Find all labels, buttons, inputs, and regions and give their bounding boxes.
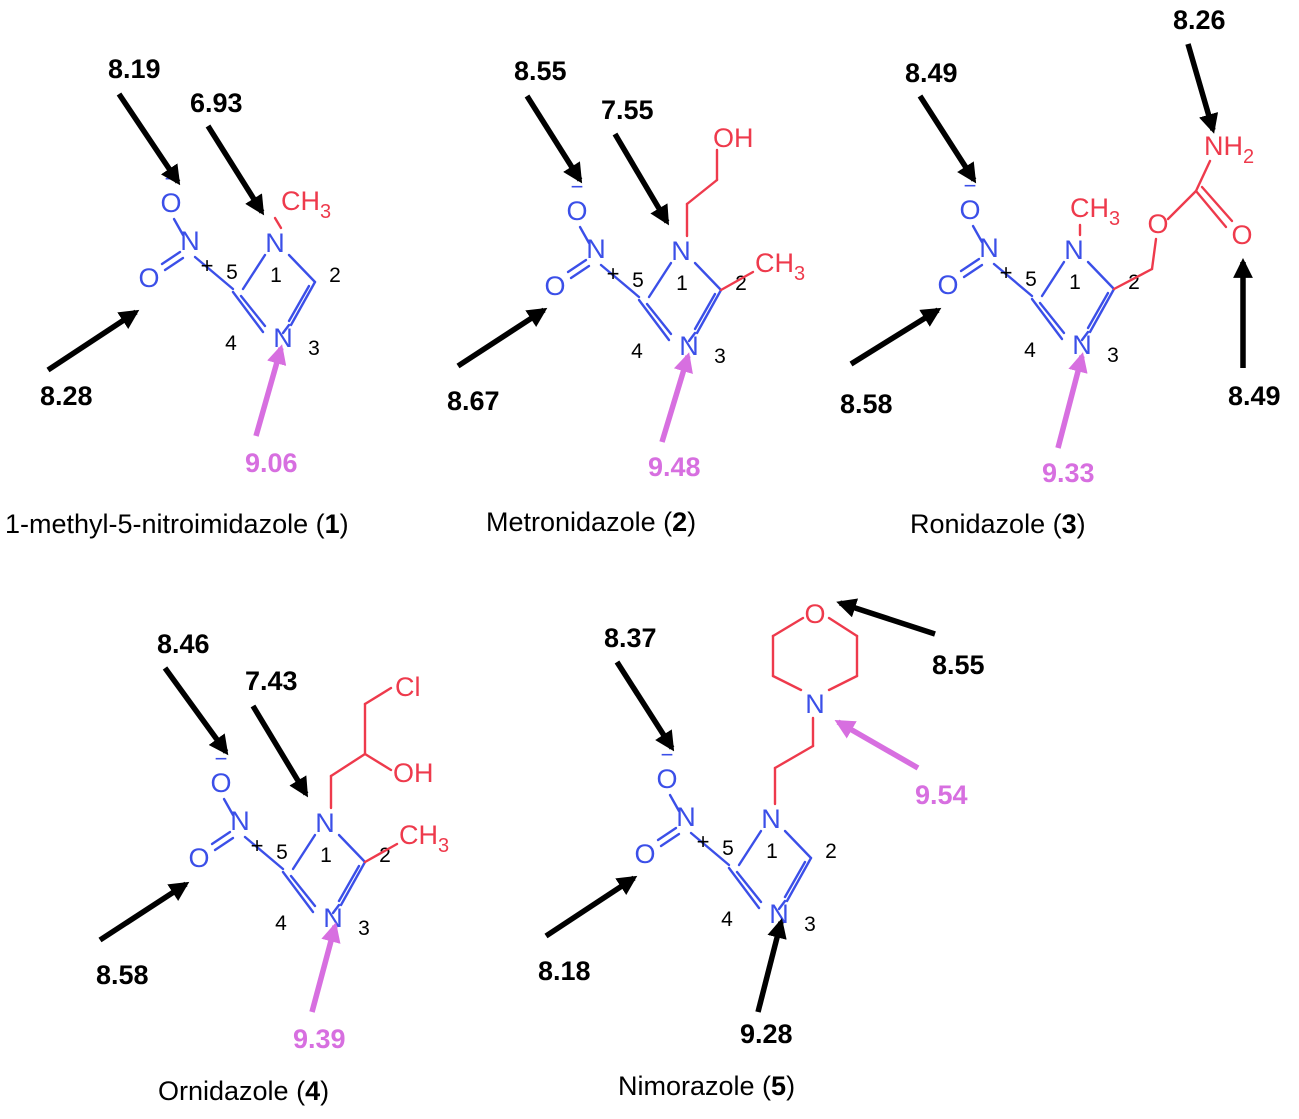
svg-text:CH3: CH3 <box>1070 193 1120 230</box>
molecule-3-structure: CH3 O O NH2 <box>936 131 1254 369</box>
molecule-2-value-n1: 7.55 <box>601 95 654 125</box>
molecule-3-value-carbamate-n: 8.26 <box>1173 5 1226 35</box>
molecule-2-value-o-minus: 8.55 <box>514 56 567 86</box>
molecule-5-structure: N O <box>633 599 859 938</box>
molecule-1-arrow-n1 <box>205 124 265 216</box>
molecule-1-value-n3: 9.06 <box>245 448 298 478</box>
molecule-5-value-o-double: 8.18 <box>538 956 591 986</box>
molecule-3-arrow-carbamate-n <box>1185 43 1219 134</box>
molecule-3-value-o-minus: 8.49 <box>905 58 958 88</box>
molecule-2-structure: OH CH3 <box>543 123 805 370</box>
molecule-1-value-n1: 6.93 <box>190 88 243 118</box>
molecule-5-arrow-n3 <box>755 918 787 1013</box>
molecule-3: CH3 O O NH2 8.49 8.26 8.58 9.33 8.49 Ron… <box>840 5 1281 539</box>
molecule-4-value-n1: 7.43 <box>245 666 298 696</box>
molecule-5-value-o-minus: 8.37 <box>604 623 657 653</box>
molecule-5-arrow-morpholine-n <box>834 719 920 771</box>
molecule-2: OH CH3 8.55 7.55 8.67 9.48 Metronidazole… <box>447 56 805 537</box>
svg-text:CH3: CH3 <box>281 186 331 223</box>
molecule-3-arrow-n3 <box>1055 352 1088 449</box>
molecule-2-caption: Metronidazole (2) <box>486 507 696 537</box>
molecule-4-arrow-n3 <box>309 922 341 1013</box>
molecule-4-arrow-o-minus <box>162 666 229 756</box>
molecule-2-arrow-o-double <box>456 307 548 369</box>
molecule-1-arrow-o-minus <box>116 92 181 186</box>
molecule-4-arrow-o-double <box>98 881 190 943</box>
svg-text:NH2: NH2 <box>1204 131 1254 168</box>
molecule-5: N O 8.37 8.55 9.54 8.18 9.28 Nimorazole … <box>538 598 985 1101</box>
molecule-4-arrow-n1 <box>250 704 309 798</box>
molecule-2-arrow-n1 <box>612 132 670 226</box>
molecule-1-arrow-n3 <box>253 344 287 437</box>
molecule-1-value-o-double: 8.28 <box>40 381 93 411</box>
molecule-3-value-o-double: 8.58 <box>840 389 893 419</box>
svg-text:O: O <box>1231 220 1252 250</box>
molecule-5-caption: Nimorazole (5) <box>618 1071 795 1101</box>
molecule-5-arrow-o-minus <box>614 660 675 752</box>
molecule-2-value-o-double: 8.67 <box>447 386 500 416</box>
svg-text:O: O <box>804 599 825 629</box>
molecule-1: CH3 8.19 6.93 8.28 9.06 1-methyl-5-nitro… <box>5 54 349 539</box>
svg-text:OH: OH <box>393 758 434 788</box>
molecule-5-value-n3: 9.28 <box>740 1019 793 1049</box>
molecule-4-value-n3: 9.39 <box>293 1024 346 1054</box>
svg-text:Cl: Cl <box>395 672 421 702</box>
molecule-1-value-o-minus: 8.19 <box>108 54 161 84</box>
molecule-4-value-o-double: 8.58 <box>96 960 149 990</box>
molecule-3-arrow-o-minus <box>917 94 977 184</box>
molecule-1-arrow-o-double <box>46 309 140 373</box>
molecule-5-arrow-morpholine-o <box>836 598 936 637</box>
molecule-5-value-morpholine-n: 9.54 <box>915 780 968 810</box>
molecule-5-value-morpholine-o: 8.55 <box>932 650 985 680</box>
svg-text:N: N <box>805 689 825 719</box>
svg-text:CH3: CH3 <box>755 248 805 285</box>
molecule-4-caption: Ornidazole (4) <box>158 1076 329 1106</box>
molecule-2-value-n3: 9.48 <box>648 452 701 482</box>
molecule-2-arrow-n3 <box>659 352 693 443</box>
molecule-4-structure: Cl OH CH3 <box>187 672 449 942</box>
molecule-5-arrow-o-double <box>544 875 638 939</box>
molecule-3-caption: Ronidazole (3) <box>910 509 1086 539</box>
molecule-4: Cl OH CH3 8.46 7.43 8.58 9.39 Ornidazole… <box>96 629 449 1106</box>
svg-text:OH: OH <box>713 123 754 153</box>
svg-text:CH3: CH3 <box>399 820 449 857</box>
molecule-3-value-n3: 9.33 <box>1042 458 1095 488</box>
molecule-2-arrow-o-minus <box>524 94 583 184</box>
molecule-3-value-carbonyl-o: 8.49 <box>1228 381 1281 411</box>
molecule-4-value-o-minus: 8.46 <box>157 629 210 659</box>
molecule-3-arrow-o-double <box>849 307 942 367</box>
molecule-1-structure: CH3 <box>137 164 343 362</box>
molecule-1-caption: 1-methyl-5-nitroimidazole (1) <box>5 509 349 539</box>
svg-text:O: O <box>1147 209 1168 239</box>
